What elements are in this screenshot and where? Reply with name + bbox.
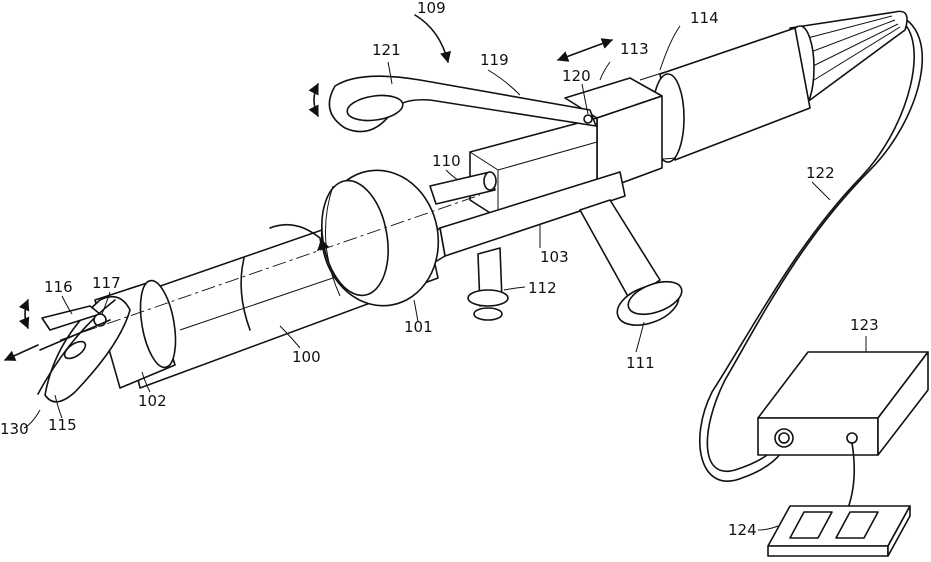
label-123: 123 (850, 316, 879, 334)
label-119: 119 (480, 51, 509, 69)
post-112 (468, 248, 508, 320)
control-box-123 (758, 352, 928, 455)
lever-119 (329, 76, 596, 131)
label-120: 120 (562, 67, 591, 85)
label-111: 111 (626, 354, 655, 372)
label-112: 112 (528, 279, 557, 297)
label-130: 130 (0, 420, 29, 438)
label-115: 115 (48, 416, 77, 434)
label-113: 113 (620, 40, 649, 58)
label-116: 116 (44, 278, 73, 296)
label-102: 102 (138, 392, 167, 410)
label-117: 117 (92, 274, 121, 292)
trigger-handle-111 (580, 200, 686, 333)
rear-grip-114 (640, 28, 810, 162)
foot-pedal-124 (768, 506, 910, 556)
label-100: 100 (292, 348, 321, 366)
label-109: 109 (417, 0, 446, 17)
label-124: 124 (728, 521, 757, 539)
label-122: 122 (806, 164, 835, 182)
label-101: 101 (404, 318, 433, 336)
label-103: 103 (540, 248, 569, 266)
label-114: 114 (690, 9, 719, 27)
label-110: 110 (432, 152, 461, 170)
label-121: 121 (372, 41, 401, 59)
